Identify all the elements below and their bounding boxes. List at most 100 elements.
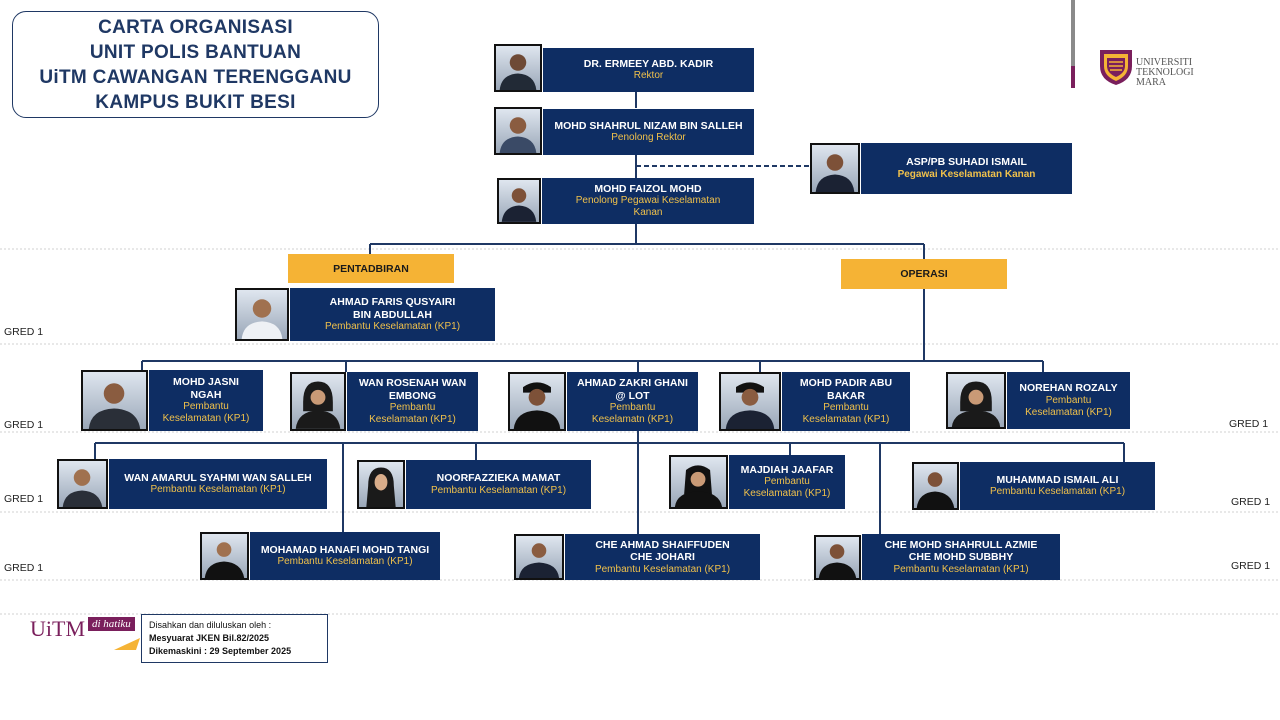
logo-line-3: MARA: [1136, 77, 1167, 88]
row2-staff-2-photo: [357, 460, 405, 509]
row2-staff-4-photo: [912, 462, 959, 510]
pegawai-kanan-name: ASP/PB SUHADI ISMAIL: [906, 156, 1027, 169]
dept-pentadbiran: PENTADBIRAN: [288, 254, 454, 283]
row1-staff-5-card: NOREHAN ROZALY Pembantu Keselamatan (KP1…: [1007, 372, 1130, 429]
row3-staff-2-name-1: CHE AHMAD SHAIFFUDEN: [595, 538, 730, 551]
row3-staff-3-card: CHE MOHD SHAHRULL AZMIE CHE MOHD SUBBHY …: [862, 534, 1060, 580]
penolong-pegawai-role-1: Penolong Pegawai Keselamatan: [575, 195, 721, 207]
row1-staff-1-name-2: NGAH: [190, 388, 222, 401]
row1-staff-1-name-1: MOHD JASNI: [173, 376, 239, 388]
row1-staff-4-name-1: MOHD PADIR ABU: [799, 377, 893, 389]
row3-staff-2-name-2: CHE JOHARI: [630, 551, 695, 563]
pentadbiran-staff-name-1: AHMAD FARIS QUSYAIRI: [329, 296, 456, 308]
penolong-rektor-role: Penolong Rektor: [611, 132, 686, 144]
approval-box: Disahkan dan diluluskan oleh : Mesyuarat…: [141, 614, 328, 663]
rektor-name: DR. ERMEEY ABD. KADIR: [583, 57, 714, 70]
row1-staff-2-name-1: WAN ROSENAH WAN: [358, 377, 467, 389]
row2-staff-1-card: WAN AMARUL SYAHMI WAN SALLEH Pembantu Ke…: [109, 459, 327, 509]
pentadbiran-staff-photo: [235, 288, 289, 341]
row1-staff-5-name-1: NOREHAN ROZALY: [1019, 382, 1118, 395]
row1-staff-5-role-2: Keselamatan (KP1): [1025, 406, 1112, 418]
row1-staff-2-photo: [290, 372, 346, 431]
row2-staff-2-name: NOORFAZZIEKA MAMAT: [436, 472, 561, 485]
row1-staff-1-card: MOHD JASNI NGAH Pembantu Keselamatan (KP…: [149, 370, 263, 431]
approval-line-3: Dikemaskini : 29 September 2025: [149, 646, 292, 656]
row3-staff-3-role: Pembantu Keselamatan (KP1): [893, 563, 1029, 575]
uitm-di-hatiku-badge: UiTM di hatiku: [28, 614, 140, 652]
row1-staff-4-role-2: Keselamatan (KP1): [802, 414, 890, 425]
row2-staff-1-photo: [57, 459, 108, 509]
rektor-card: DR. ERMEEY ABD. KADIR Rektor: [543, 48, 754, 92]
penolong-pegawai-card: MOHD FAIZOL MOHD Penolong Pegawai Kesela…: [542, 178, 754, 224]
penolong-rektor-photo: [494, 107, 542, 155]
badge-sub: di hatiku: [88, 617, 135, 631]
logo-line-1: UNIVERSITI: [1136, 57, 1193, 68]
row3-staff-1-card: MOHAMAD HANAFI MOHD TANGI Pembantu Kesel…: [250, 532, 440, 580]
row3-staff-3-name-2: CHE MOHD SUBBHY: [908, 551, 1014, 563]
row1-staff-4-role-1: Pembantu: [823, 402, 869, 413]
gred-label-right-1: GRED 1: [1229, 418, 1269, 430]
rektor-role: Rektor: [633, 70, 664, 82]
penolong-pegawai-name: MOHD FAIZOL MOHD: [594, 182, 702, 195]
row2-staff-3-card: MAJDIAH JAAFAR Pembantu Keselamatan (KP1…: [729, 455, 845, 509]
approval-line-2: Mesyuarat JKEN Bil.82/2025: [149, 633, 270, 643]
penolong-pegawai-photo: [497, 178, 541, 224]
penolong-rektor-card: MOHD SHAHRUL NIZAM BIN SALLEH Penolong R…: [543, 109, 754, 155]
row1-staff-4-name-2: BAKAR: [827, 389, 865, 402]
pentadbiran-staff-card: AHMAD FARIS QUSYAIRI BIN ABDULLAH Pemban…: [290, 288, 495, 341]
row2-staff-3-role-1: Pembantu: [764, 476, 810, 488]
row3-staff-2-role: Pembantu Keselamatan (KP1): [594, 563, 731, 575]
gred-label-right-2: GRED 1: [1231, 496, 1271, 508]
pegawai-kanan-photo: [810, 143, 860, 194]
gred-label-left-3: GRED 1: [4, 493, 44, 505]
gred-label-left-1: GRED 1: [4, 326, 44, 338]
row3-staff-2-card: CHE AHMAD SHAIFFUDEN CHE JOHARI Pembantu…: [565, 534, 760, 580]
chart-title-box: CARTA ORGANISASI UNIT POLIS BANTUAN UiTM…: [12, 11, 379, 118]
uitm-crest-icon: [1100, 50, 1132, 85]
badge-arrow-icon: [114, 638, 140, 650]
row1-staff-4-card: MOHD PADIR ABU BAKAR Pembantu Keselamata…: [782, 372, 910, 431]
title-line-4: KAMPUS BUKIT BESI: [95, 91, 296, 113]
gred-label-right-3: GRED 1: [1231, 560, 1271, 572]
penolong-rektor-name: MOHD SHAHRUL NIZAM BIN SALLEH: [554, 119, 743, 132]
gred-label-left-4: GRED 1: [4, 562, 44, 574]
row1-staff-3-role-2: Keselamatn (KP1): [591, 414, 674, 425]
row1-staff-5-photo: [946, 372, 1006, 429]
title-line-3: UiTM CAWANGAN TERENGGANU: [39, 66, 352, 88]
row1-staff-4-photo: [719, 372, 781, 431]
row2-staff-4-role: Pembantu Keselamatan (KP1): [989, 486, 1126, 498]
dept-operasi: OPERASI: [841, 259, 1007, 289]
pegawai-kanan-role: Pegawai Keselamatan Kanan: [897, 168, 1036, 180]
row2-staff-4-card: MUHAMMAD ISMAIL ALI Pembantu Keselamatan…: [960, 462, 1155, 510]
row1-staff-1-photo: [81, 370, 148, 431]
rektor-photo: [494, 44, 542, 92]
pegawai-kanan-card: ASP/PB SUHADI ISMAIL Pegawai Keselamatan…: [861, 143, 1072, 194]
row2-staff-2-role: Pembantu Keselamatan (KP1): [430, 484, 567, 496]
row1-staff-3-card: AHMAD ZAKRI GHANI @ LOT Pembantu Keselam…: [567, 372, 698, 431]
row1-staff-3-name-1: AHMAD ZAKRI GHANI: [577, 377, 688, 389]
row3-staff-2-photo: [514, 534, 564, 580]
badge-main: UiTM: [30, 616, 85, 641]
row2-staff-3-photo: [669, 455, 728, 509]
row1-staff-1-role-2: Keselamatan (KP1): [162, 413, 250, 424]
row3-staff-1-name: MOHAMAD HANAFI MOHD TANGI: [260, 543, 430, 556]
penolong-pegawai-role-2: Kanan: [633, 207, 663, 219]
approval-line-1: Disahkan dan diluluskan oleh :: [149, 620, 272, 630]
row2-staff-3-name: MAJDIAH JAAFAR: [740, 463, 834, 476]
row1-staff-5-role-1: Pembantu: [1045, 394, 1092, 406]
row2-staff-2-card: NOORFAZZIEKA MAMAT Pembantu Keselamatan …: [406, 460, 591, 509]
row3-staff-1-role: Pembantu Keselamatan (KP1): [277, 556, 413, 568]
row3-staff-1-photo: [200, 532, 249, 580]
row2-staff-1-role: Pembantu Keselamatan (KP1): [150, 484, 286, 496]
title-line-1: CARTA ORGANISASI: [98, 16, 293, 38]
title-line-2: UNIT POLIS BANTUAN: [89, 41, 302, 63]
row2-staff-4-name: MUHAMMAD ISMAIL ALI: [996, 473, 1119, 486]
row2-staff-1-name: WAN AMARUL SYAHMI WAN SALLEH: [124, 471, 312, 484]
uitm-logo: UNIVERSITI TEKNOLOGI MARA: [1098, 46, 1198, 88]
row1-staff-2-name-2: EMBONG: [388, 389, 437, 402]
row1-staff-3-photo: [508, 372, 566, 431]
row3-staff-3-name-1: CHE MOHD SHAHRULL AZMIE: [884, 538, 1038, 551]
uitm-wordmark: UNIVERSITI TEKNOLOGI MARA: [1136, 58, 1194, 88]
row1-staff-2-role-2: Keselamatan (KP1): [369, 414, 456, 425]
